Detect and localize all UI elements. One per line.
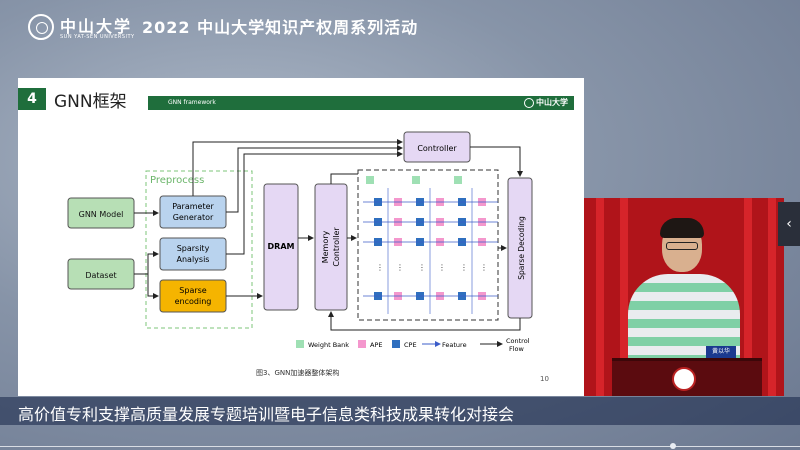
pe-array-region — [357, 169, 499, 321]
logo-english-name: SUN YAT-SEN UNIVERSITY — [60, 34, 135, 40]
svg-text:⋮: ⋮ — [480, 263, 488, 272]
backdrop-stripe — [620, 198, 628, 396]
slide-title-bar: GNN framework 中山大学 — [148, 96, 574, 110]
podium-seal-icon — [672, 367, 696, 391]
podium — [612, 358, 762, 396]
dram-box — [263, 183, 299, 311]
parameter-generator-line2: Generator — [173, 213, 214, 222]
slide-subtitle: GNN framework — [168, 99, 216, 106]
svg-text:⋮: ⋮ — [460, 263, 468, 272]
gnn-architecture-diagram: Preprocess GNN Model Dataset Parameter G… — [67, 131, 533, 353]
legend-weight-swatch — [296, 340, 304, 348]
memory-controller-line1: Memory — [321, 230, 330, 263]
weight-bank-cell — [412, 176, 420, 184]
backdrop-stripe — [596, 198, 604, 396]
university-seal-icon — [28, 14, 54, 40]
weight-bank-cell — [366, 176, 374, 184]
seal-icon — [524, 97, 534, 108]
gnn-model-label: GNN Model — [79, 210, 124, 219]
slide-page-number: 10 — [540, 375, 549, 383]
event-banner: 高价值专利支撑高质量发展专题培训暨电子信息类科技成果转化对接会 — [0, 397, 800, 425]
slide-title: GNN框架 — [54, 92, 127, 112]
figure-caption: 图3、GNN加速器整体架构 — [256, 369, 340, 377]
legend-control-line1: Control — [506, 337, 530, 345]
parameter-generator-line1: Parameter — [172, 202, 214, 211]
backdrop-stripe — [768, 198, 776, 396]
svg-text:⋮: ⋮ — [418, 263, 426, 272]
svg-text:⋮: ⋮ — [438, 263, 446, 272]
weight-bank-cell — [454, 176, 462, 184]
presentation-slide: 4 GNN框架 GNN framework 中山大学 Preprocess GN… — [18, 78, 584, 396]
backdrop-stripe — [744, 198, 752, 396]
speaker-video: 黄以华 — [584, 198, 784, 396]
sparse-encoding-line1: Sparse — [179, 286, 207, 295]
sparse-encoding-box — [159, 279, 227, 313]
preprocess-label: Preprocess — [150, 175, 204, 186]
video-progress-track[interactable] — [0, 446, 800, 447]
parameter-generator-box — [159, 195, 227, 229]
speaker-name-card: 黄以华 — [706, 346, 736, 358]
chevron-left-icon[interactable]: ‹ — [778, 202, 800, 246]
speaker-glasses — [666, 242, 698, 250]
legend-feature: Feature — [442, 341, 467, 349]
slide-bar-logo-text: 中山大学 — [536, 98, 568, 107]
svg-text:⋮: ⋮ — [376, 263, 384, 272]
sparse-decoding-label: Sparse Decoding — [517, 216, 526, 280]
diagram-legend: Weight Bank APE CPE Feature Control Flow — [296, 337, 530, 353]
event-header: 中山大学 SUN YAT-SEN UNIVERSITY 2022 中山大学知识产… — [0, 0, 800, 60]
legend-cpe-swatch — [392, 340, 400, 348]
university-logo: 中山大学 SUN YAT-SEN UNIVERSITY — [28, 10, 148, 46]
slide-section-number: 4 — [18, 88, 46, 110]
memory-controller-line2: Controller — [332, 227, 341, 267]
dram-label: DRAM — [268, 242, 295, 251]
legend-control-line2: Flow — [509, 345, 525, 353]
controller-label: Controller — [417, 144, 457, 153]
preprocess-region — [145, 170, 253, 329]
sparsity-analysis-line2: Analysis — [177, 255, 210, 264]
legend-ape-swatch — [358, 340, 366, 348]
legend-weight-bank: Weight Bank — [308, 341, 349, 349]
svg-text:⋮: ⋮ — [396, 263, 404, 272]
banner-text: 高价值专利支撑高质量发展专题培训暨电子信息类科技成果转化对接会 — [18, 405, 515, 424]
memory-controller-box — [314, 183, 348, 311]
logo-chinese-name: 中山大学 — [60, 17, 133, 36]
event-title: 2022 中山大学知识产权周系列活动 — [142, 18, 419, 37]
video-progress-handle[interactable] — [670, 443, 676, 449]
sparsity-analysis-box — [159, 237, 227, 271]
pe-grid: ⋮ ⋮ ⋮ ⋮ ⋮ ⋮ — [363, 188, 498, 314]
legend-ape: APE — [370, 341, 382, 349]
slide-header: 4 GNN框架 GNN framework 中山大学 — [18, 88, 584, 112]
sparsity-analysis-line1: Sparsity — [177, 244, 210, 253]
sparse-encoding-line2: encoding — [175, 297, 212, 306]
legend-cpe: CPE — [404, 341, 417, 349]
slide-bar-logo: 中山大学 — [524, 97, 568, 109]
speaker-hair — [660, 218, 704, 238]
dataset-label: Dataset — [85, 271, 116, 280]
